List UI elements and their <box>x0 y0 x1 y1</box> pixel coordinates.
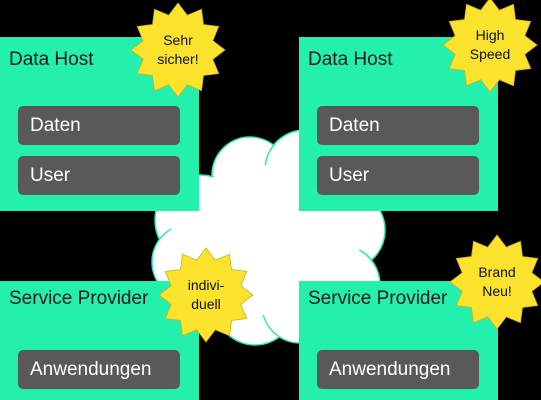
starburst-shape <box>158 247 254 343</box>
daten-item: Daten <box>18 106 180 145</box>
service-provider-card-left: Service Provider Anwendungen <box>0 281 199 400</box>
starburst-shape <box>449 234 541 330</box>
daten-item: Daten <box>317 106 479 145</box>
starburst-icon <box>449 234 541 330</box>
data-host-card-left: Data Host Daten User <box>0 37 199 211</box>
badge-line: Brand <box>478 264 516 280</box>
badge-individuell: indivi- duell <box>158 247 254 343</box>
user-item: User <box>317 156 479 195</box>
badge-line: High <box>475 27 505 43</box>
starburst-icon <box>158 247 254 343</box>
badge-line: Sehr <box>163 32 193 48</box>
badge-line: duell <box>191 296 221 312</box>
card-title: Service Provider <box>308 288 448 309</box>
starburst-shape <box>442 0 538 93</box>
badge-sehr-sicher: Sehr sicher! <box>130 2 226 98</box>
starburst-icon <box>442 0 538 93</box>
card-title: Data Host <box>9 49 94 70</box>
badge-brand-neu: Brand Neu! <box>449 234 541 330</box>
user-item: User <box>18 156 180 195</box>
card-title: Service Provider <box>9 288 149 309</box>
badge-line: Speed <box>469 46 511 62</box>
badge-line: Neu! <box>482 283 512 299</box>
anwendungen-item: Anwendungen <box>18 350 180 389</box>
badge-line: sicher! <box>157 51 199 67</box>
badge-line: indivi- <box>187 277 225 293</box>
card-title: Data Host <box>308 49 393 70</box>
badge-high-speed: High Speed <box>442 0 538 93</box>
data-host-card-right: Data Host Daten User <box>299 37 498 211</box>
starburst-icon <box>130 2 226 98</box>
starburst-shape <box>130 2 226 98</box>
anwendungen-item: Anwendungen <box>317 350 479 389</box>
